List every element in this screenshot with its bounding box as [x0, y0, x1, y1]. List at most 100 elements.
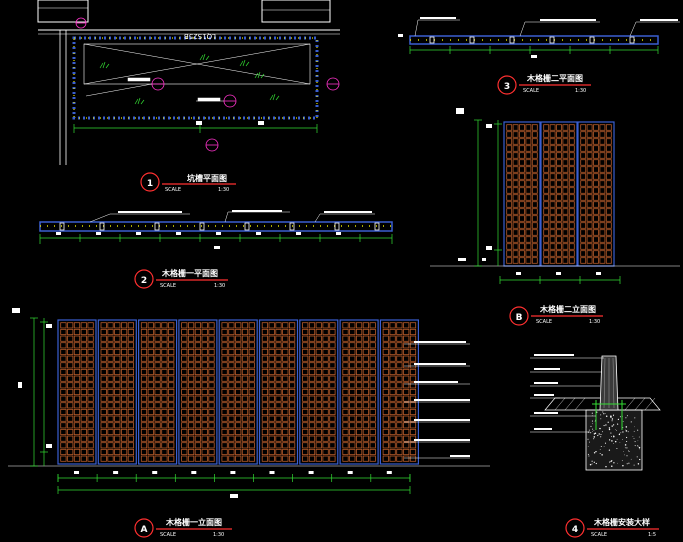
grating-cell	[261, 322, 269, 329]
grating-cell	[107, 442, 114, 449]
grating-cell	[275, 422, 282, 429]
panel-frame	[57, 319, 97, 465]
grating-cell	[140, 422, 148, 429]
grating-cell	[127, 348, 134, 356]
grating-cell	[315, 355, 322, 362]
grating-cell	[568, 173, 575, 180]
grating-cell	[288, 402, 296, 409]
grating-cell	[362, 335, 370, 342]
grating-cell	[302, 428, 309, 436]
grating-cell	[322, 348, 329, 356]
grating-cell	[275, 428, 282, 436]
grating-cell	[221, 328, 228, 336]
grating-cell	[506, 257, 513, 264]
grating-cell	[181, 395, 188, 402]
grating-cell	[568, 166, 575, 173]
grating-cell	[154, 408, 161, 416]
grating-cell	[568, 201, 575, 208]
grating-cell	[235, 322, 242, 329]
grating-cell	[593, 138, 599, 145]
grating-cell	[525, 145, 532, 152]
grating-cell	[154, 368, 161, 376]
grating-cell	[107, 395, 114, 402]
grating-cell	[67, 455, 74, 462]
grating-cell	[369, 335, 376, 342]
grating-cell	[355, 355, 363, 362]
grating-cell	[282, 428, 289, 436]
grating-cell	[556, 194, 562, 201]
grating-cell	[382, 355, 389, 362]
grating-cell	[60, 348, 67, 356]
grating-cell	[369, 455, 376, 462]
concrete-grain	[636, 456, 638, 458]
grating-cell	[315, 415, 322, 422]
grating-cell	[519, 152, 525, 159]
grating-cell	[329, 328, 336, 336]
grating-cell	[369, 448, 376, 456]
grating-cell	[549, 131, 556, 138]
grating-cell	[228, 455, 235, 462]
view-A-elevation: A 木格栅一立面图 SCALE 1:30	[8, 308, 490, 538]
grating-cell	[181, 355, 188, 362]
concrete-grain	[605, 415, 608, 418]
grating-cell	[308, 442, 316, 449]
grating-cell	[322, 415, 329, 422]
concrete-grain	[590, 425, 592, 427]
grating-cell	[228, 395, 235, 402]
grating-cell	[208, 375, 215, 382]
grating-cell	[80, 422, 87, 429]
grating-cell	[605, 124, 612, 131]
grating-cell	[268, 322, 275, 329]
grating-cell	[605, 257, 612, 264]
grating-cell	[403, 435, 410, 442]
grating-cell	[593, 257, 599, 264]
grating-cell	[389, 415, 396, 422]
grating-cell	[302, 322, 309, 329]
grating-cell	[409, 442, 417, 449]
grating-cell	[525, 180, 532, 187]
grating-cell	[147, 408, 154, 416]
grating-cell	[288, 368, 296, 376]
strip-dimension	[39, 234, 393, 244]
grating-cell	[355, 348, 363, 356]
grating-cell	[389, 455, 396, 462]
grating-cell	[315, 422, 322, 429]
dim-tick-text	[269, 471, 275, 474]
grating-cell	[549, 257, 556, 264]
grating-cell	[221, 435, 228, 442]
grating-cell	[543, 159, 550, 166]
grating-cell	[140, 442, 148, 449]
grating-cell	[154, 335, 161, 342]
concrete-grain	[588, 455, 590, 457]
concrete-grain	[618, 433, 621, 436]
grating-cell	[73, 395, 81, 402]
grating-cell	[315, 408, 322, 416]
grating-cell	[329, 395, 336, 402]
grating-cell	[519, 145, 525, 152]
concrete-grain	[633, 464, 635, 466]
grating-cell	[67, 362, 74, 369]
grating-cell	[127, 375, 134, 382]
grating-cell	[67, 408, 74, 416]
grating-cell	[168, 402, 175, 409]
grating-cell	[315, 455, 322, 462]
grating-cell	[194, 342, 201, 349]
grating-cell	[67, 415, 74, 422]
grating-cell	[586, 208, 593, 215]
grating-cell	[282, 448, 289, 456]
concrete-grain	[600, 436, 602, 438]
grating-cell	[201, 368, 208, 376]
grating-cell	[549, 159, 556, 166]
grating-cell	[349, 442, 356, 449]
grating-cell	[114, 415, 121, 422]
strip-note-texts	[118, 210, 372, 213]
concrete-grain	[625, 429, 627, 431]
grating-cell	[543, 229, 550, 236]
grating-cell	[302, 375, 309, 382]
grating-cell	[181, 388, 188, 396]
grating-cell	[362, 375, 370, 382]
grating-cell	[512, 187, 519, 194]
concrete-grain	[621, 460, 623, 462]
grating-cell	[87, 335, 94, 342]
grating-cell	[288, 442, 296, 449]
